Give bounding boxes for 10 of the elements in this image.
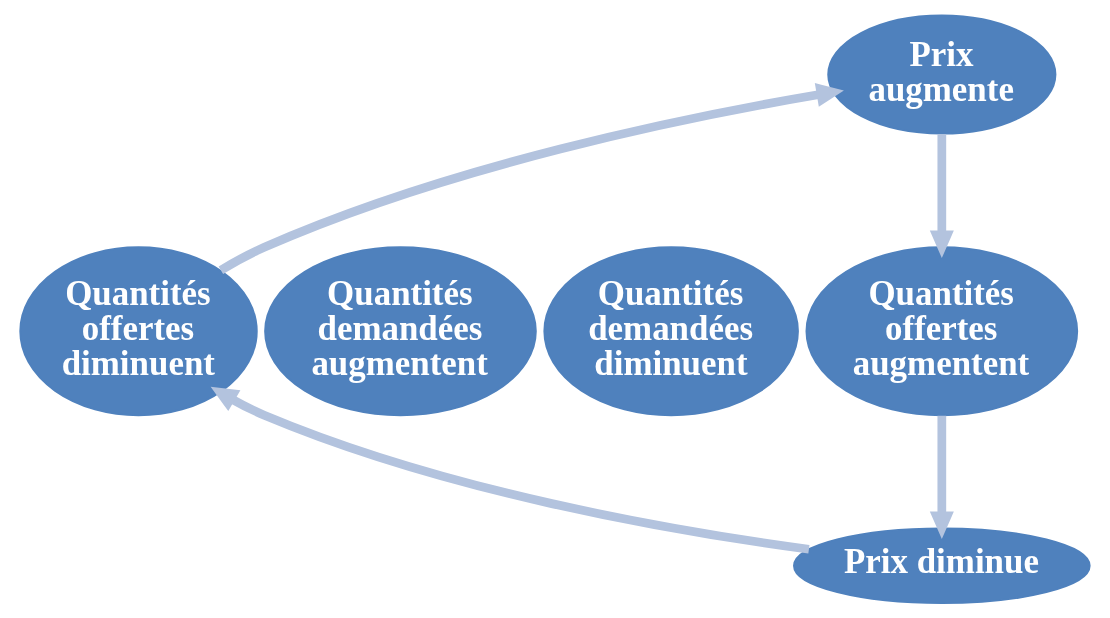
node-ellipse: Quantités demandées augmentent: [264, 246, 537, 417]
node-ellipse: Quantités demandées diminuent: [543, 246, 799, 417]
arrow: [929, 415, 954, 540]
node-ellipse: Quantités offertes diminuent: [19, 246, 258, 417]
arrow: [218, 83, 844, 274]
node-ellipse: Quantités offertes augmentent: [805, 246, 1079, 417]
node-ellipse: Prix diminue: [793, 527, 1091, 605]
arrow: [210, 386, 810, 554]
node-ellipse: Prix augmente: [827, 14, 1057, 135]
arrow: [929, 134, 954, 259]
